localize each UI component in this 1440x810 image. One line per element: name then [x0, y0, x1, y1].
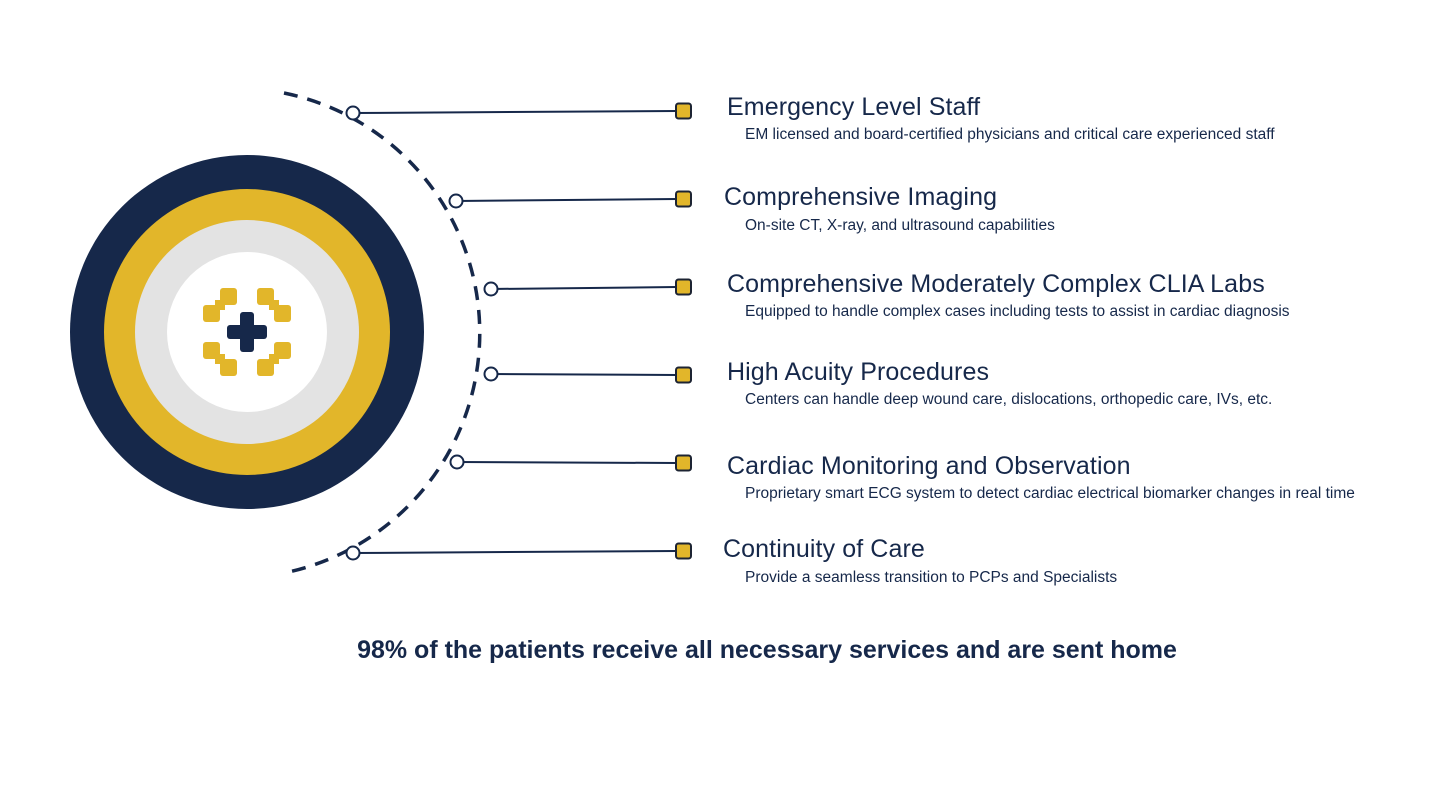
feature-title: Emergency Level Staff — [727, 93, 981, 121]
connector-line — [352, 110, 678, 114]
feature-description: On-site CT, X-ray, and ultrasound capabi… — [745, 217, 1055, 234]
bullet-square-icon — [675, 278, 692, 296]
connector-line — [490, 286, 678, 290]
connector-node — [483, 366, 499, 382]
connector — [345, 542, 692, 561]
connector-node — [483, 281, 499, 297]
connector-line — [490, 373, 678, 376]
connector — [483, 278, 692, 297]
feature-description: Provide a seamless transition to PCPs an… — [745, 569, 1118, 586]
feature-description: Proprietary smart ECG system to detect c… — [745, 485, 1355, 502]
dashed-arc — [283, 91, 482, 575]
connector-node — [345, 545, 361, 561]
connectors — [345, 102, 692, 561]
bullet-square-icon — [675, 102, 692, 120]
bullet-square-icon — [675, 366, 692, 384]
feature-description: Equipped to handle complex cases includi… — [745, 303, 1290, 320]
connector — [483, 366, 692, 384]
connector — [345, 102, 692, 121]
feature-title: Cardiac Monitoring and Observation — [727, 452, 1131, 480]
connector-node — [449, 454, 465, 470]
feature-title: Comprehensive Moderately Complex CLIA La… — [727, 270, 1265, 298]
bullet-square-icon — [675, 542, 692, 560]
feature-description: Centers can handle deep wound care, disl… — [745, 391, 1273, 408]
feature-title: Comprehensive Imaging — [724, 183, 998, 211]
tagline: 98% of the patients receive all necessar… — [357, 636, 1177, 664]
bullet-square-icon — [675, 190, 692, 208]
logo — [70, 155, 424, 509]
connector-node — [345, 105, 361, 121]
connector-line — [352, 550, 678, 554]
connector — [449, 454, 692, 472]
connector-node — [448, 193, 464, 209]
feature-title: High Acuity Procedures — [727, 358, 990, 386]
bullet-square-icon — [675, 454, 692, 472]
feature-description: EM licensed and board-certified physicia… — [745, 126, 1275, 143]
feature-title: Continuity of Care — [723, 535, 925, 563]
connector — [448, 190, 692, 209]
connector-line — [456, 461, 678, 464]
connector-line — [455, 198, 678, 202]
medical-cross-icon — [203, 288, 291, 376]
